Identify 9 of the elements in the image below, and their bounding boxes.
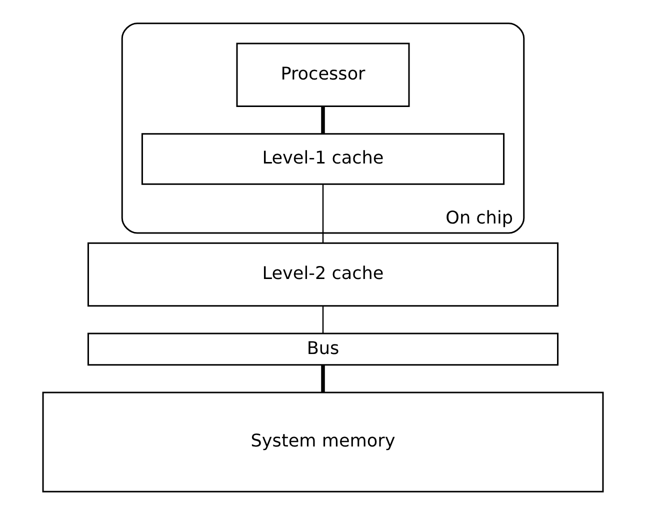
node-box: System memory bbox=[42, 392, 604, 492]
node-box: Level-2 cache bbox=[86, 242, 558, 307]
connector bbox=[322, 184, 324, 243]
connector bbox=[322, 306, 324, 334]
node-box: Bus bbox=[86, 332, 558, 366]
node-box: Processor bbox=[236, 42, 410, 107]
node-box: Level-1 cache bbox=[140, 133, 504, 185]
connector bbox=[320, 106, 324, 134]
connector bbox=[320, 364, 324, 392]
